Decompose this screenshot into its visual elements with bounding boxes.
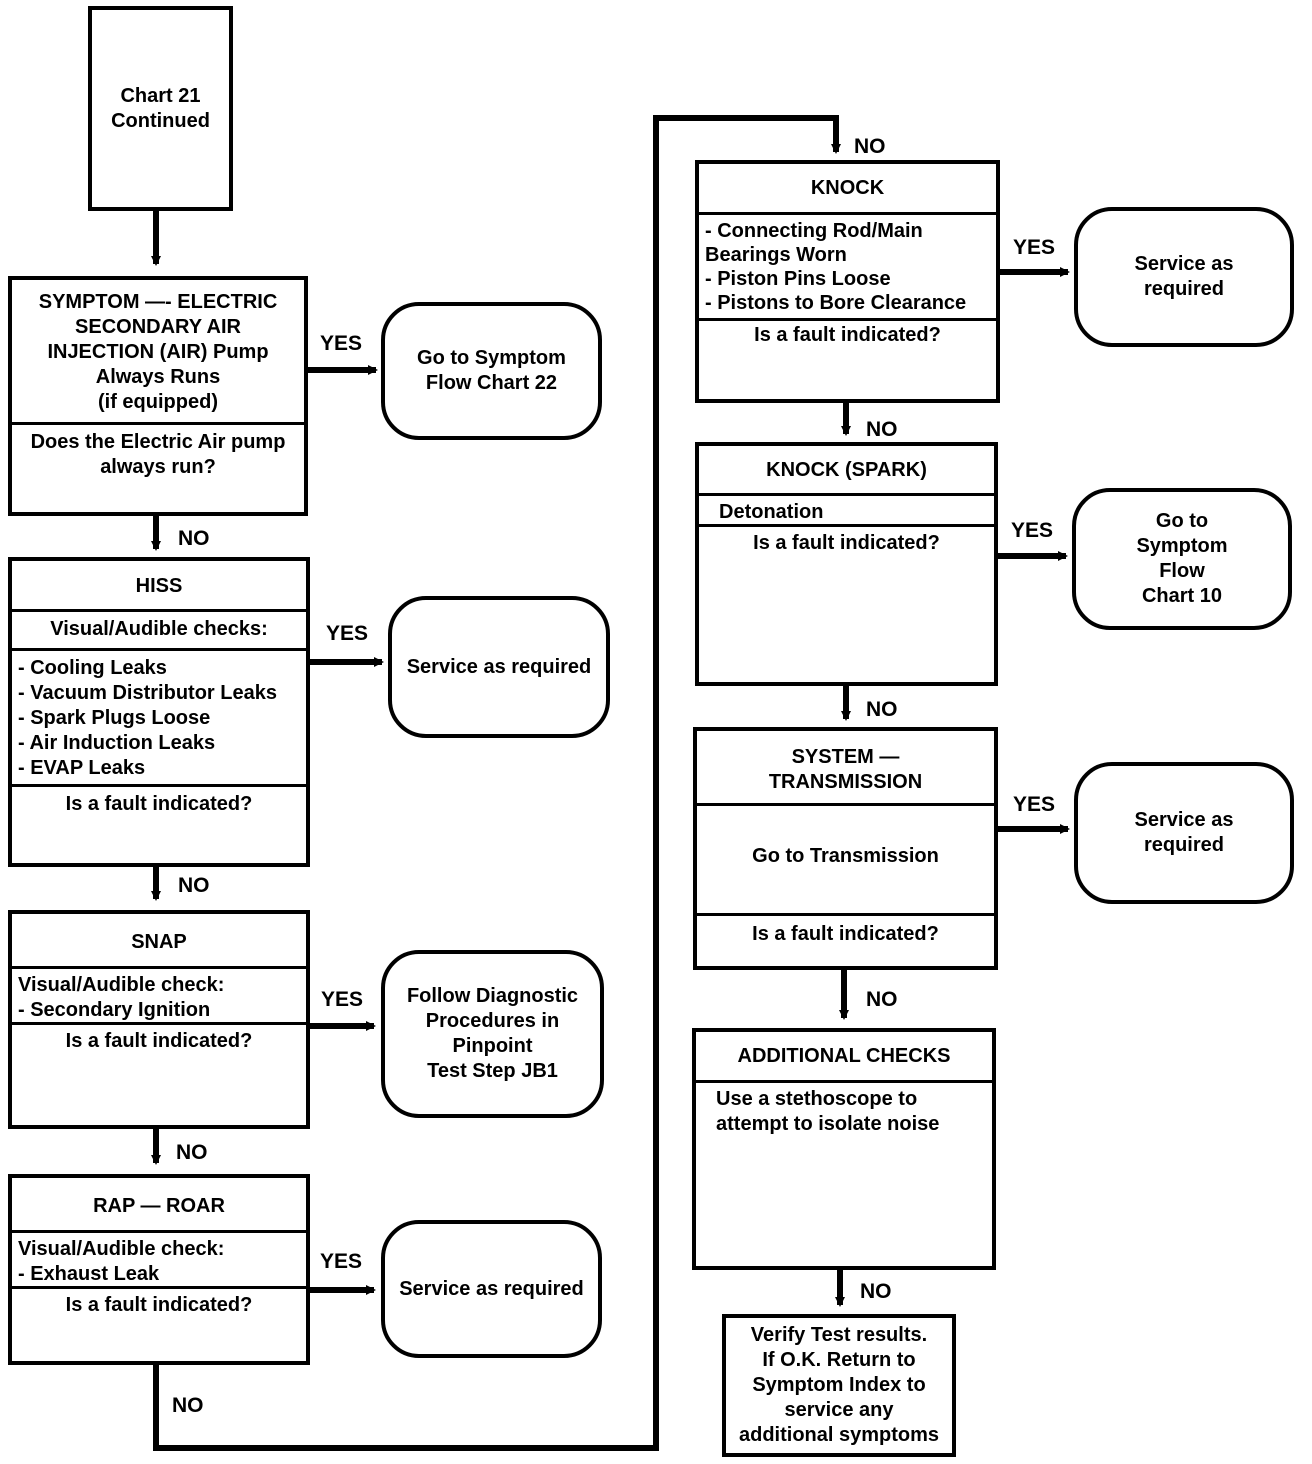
final-text: Verify Test results. If O.K. Return to S… (738, 1324, 940, 1446)
yes-label-transmission: YES (1013, 793, 1056, 816)
hiss-yes-target: Service as required (388, 596, 610, 738)
yes-label-hiss: YES (326, 622, 369, 645)
no-label-top-knock: NO (854, 135, 886, 158)
additional-checks-title: ADDITIONAL CHECKS (737, 1045, 951, 1067)
start-text: Chart 21 Continued (111, 84, 210, 132)
no-label-spark: NO (866, 698, 898, 721)
no-label-additional: NO (860, 1280, 892, 1303)
transmission-title: SYSTEM — TRANSMISSION (768, 746, 923, 793)
transmission-action: Go to Transmission (697, 803, 994, 913)
rap-yes-target: Service as required (381, 1220, 602, 1358)
rap-title: RAP — ROAR (93, 1195, 225, 1217)
rap-yes-text: Service as required (399, 1277, 584, 1300)
knock-box: KNOCK - Connecting Rod/Main Bearings Wor… (695, 160, 1000, 403)
additional-checks-box: ADDITIONAL CHECKS Use a stethoscope to a… (692, 1028, 996, 1270)
symptom-air-yes-text: Go to Symptom Flow Chart 22 (417, 347, 566, 394)
no-label-knock: NO (866, 418, 898, 441)
connector-rap-to-knock (153, 115, 841, 1451)
hiss-title: HISS (135, 575, 183, 597)
hiss-subtitle: Visual/Audible checks: (12, 609, 306, 642)
hiss-question: Is a fault indicated? (12, 784, 306, 817)
symptom-air-question: Does the Electric Air pump always run? (12, 422, 304, 480)
transmission-question: Is a fault indicated? (697, 913, 994, 947)
start-box: Chart 21 Continued (88, 6, 233, 211)
knock-yes-text: Service as required (1134, 253, 1234, 300)
rap-checks: Visual/Audible check: - Exhaust Leak (12, 1230, 306, 1287)
knock-spark-yes-target: Go to Symptom Flow Chart 10 (1072, 488, 1292, 630)
knock-spark-box: KNOCK (SPARK) Detonation Is a fault indi… (695, 442, 998, 686)
no-label-transmission: NO (866, 988, 898, 1011)
symptom-air-yes-target: Go to Symptom Flow Chart 22 (381, 302, 602, 440)
knock-spark-item: Detonation (699, 493, 994, 525)
knock-spark-question: Is a fault indicated? (699, 524, 994, 556)
yes-label-symptom: YES (320, 332, 363, 355)
yes-label-knock: YES (1013, 236, 1056, 259)
no-label-symptom: NO (178, 527, 210, 550)
snap-box: SNAP Visual/Audible check: - Secondary I… (8, 910, 310, 1129)
snap-checks: Visual/Audible check: - Secondary Igniti… (12, 966, 306, 1023)
transmission-box: SYSTEM — TRANSMISSION Go to Transmission… (693, 727, 998, 970)
hiss-items: - Cooling Leaks - Vacuum Distributor Lea… (12, 648, 306, 781)
no-label-snap: NO (176, 1141, 208, 1164)
hiss-yes-text: Service as required (406, 655, 592, 678)
hiss-box: HISS Visual/Audible checks: - Cooling Le… (8, 557, 310, 867)
no-label-hiss: NO (178, 874, 210, 897)
knock-spark-yes-text: Go to Symptom Flow Chart 10 (1136, 510, 1228, 607)
additional-checks-text: Use a stethoscope to attempt to isolate … (696, 1080, 992, 1137)
knock-question: Is a fault indicated? (699, 318, 996, 348)
symptom-air-box: SYMPTOM —- ELECTRIC SECONDARY AIR INJECT… (8, 276, 308, 516)
knock-title: KNOCK (810, 177, 885, 199)
yes-label-snap: YES (321, 988, 364, 1011)
knock-spark-title: KNOCK (SPARK) (766, 459, 927, 481)
yes-label-spark: YES (1011, 519, 1054, 542)
transmission-yes-target: Service as required (1074, 762, 1294, 904)
snap-yes-target: Follow Diagnostic Procedures in Pinpoint… (381, 950, 604, 1118)
no-label-rap: NO (172, 1394, 204, 1417)
transmission-yes-text: Service as required (1134, 809, 1234, 856)
knock-items: - Connecting Rod/Main Bearings Worn - Pi… (699, 212, 996, 315)
final-box: Verify Test results. If O.K. Return to S… (722, 1314, 956, 1457)
yes-label-rap: YES (320, 1250, 363, 1273)
knock-yes-target: Service as required (1074, 207, 1294, 347)
snap-question: Is a fault indicated? (12, 1022, 306, 1054)
snap-title: SNAP (131, 931, 187, 953)
rap-box: RAP — ROAR Visual/Audible check: - Exhau… (8, 1174, 310, 1365)
snap-yes-text: Follow Diagnostic Procedures in Pinpoint… (406, 985, 579, 1082)
rap-question: Is a fault indicated? (12, 1286, 306, 1318)
symptom-air-title: SYMPTOM —- ELECTRIC SECONDARY AIR INJECT… (38, 291, 278, 413)
